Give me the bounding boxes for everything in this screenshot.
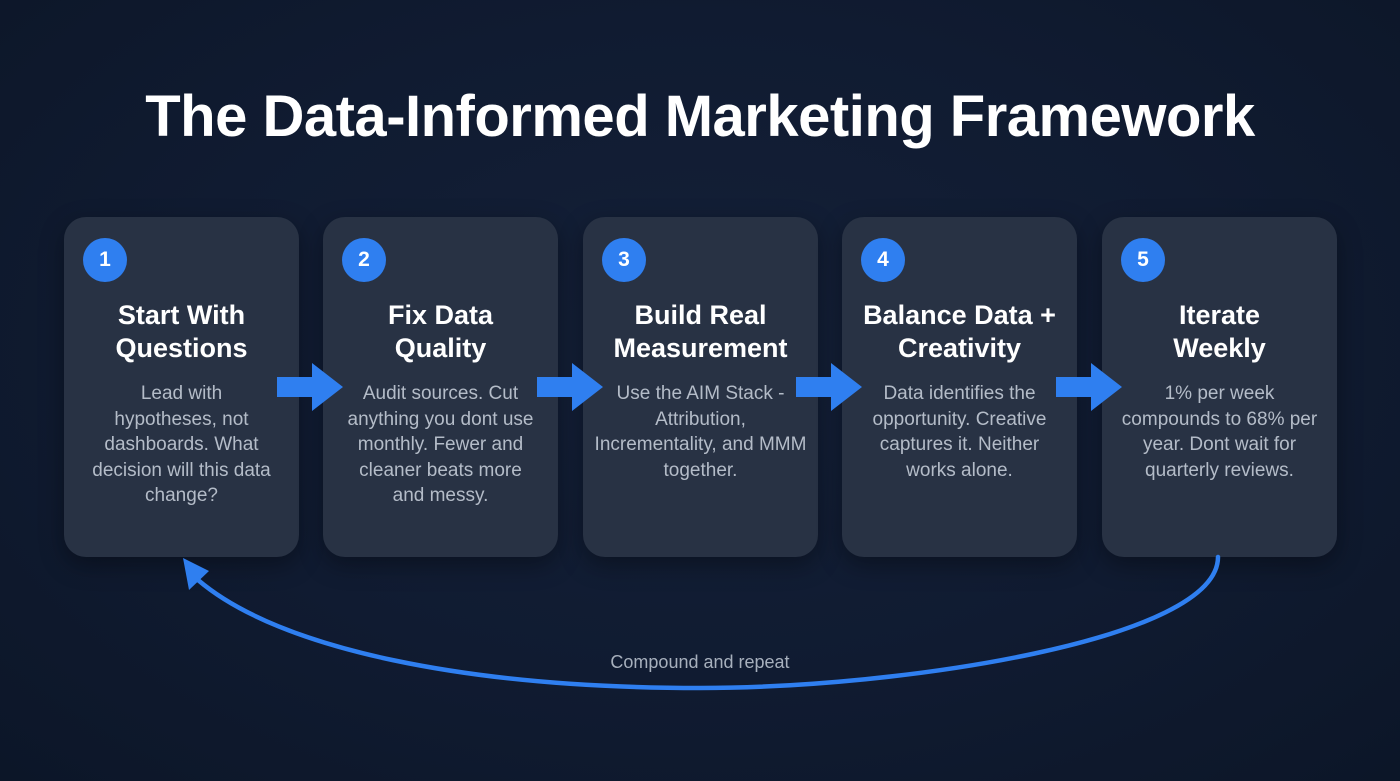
right-arrow-icon: [537, 363, 603, 411]
step-description: Data identifies the opportunity. Creativ…: [872, 383, 1047, 481]
step-number-badge: 5: [1121, 238, 1165, 282]
right-arrow-icon: [277, 363, 343, 411]
step-title: Fix Data Quality: [387, 300, 494, 363]
loop-label: Compound and repeat: [610, 652, 790, 672]
step-card-4: 4 Balance Data + Creativity Data identif…: [842, 217, 1077, 557]
step-card-1: 1 Start With Questions Lead with hypothe…: [64, 217, 299, 557]
step-title: Start With Questions: [115, 300, 248, 363]
step-number-badge: 1: [83, 238, 127, 282]
step-description: 1% per week compounds to 68% per year. D…: [1121, 383, 1318, 481]
step-title: Build Real Measurement: [613, 300, 788, 363]
step-number-badge: 2: [342, 238, 386, 282]
right-arrow-icon: [1056, 363, 1122, 411]
step-card-3: 3 Build Real Measurement Use the AIM Sta…: [583, 217, 818, 557]
step-description: Use the AIM Stack - Attribution, Increme…: [594, 383, 807, 481]
step-description: Audit sources. Cut anything you dont use…: [347, 383, 534, 506]
step-card-2: 2 Fix Data Quality Audit sources. Cut an…: [323, 217, 558, 557]
step-title: Balance Data + Creativity: [863, 300, 1056, 363]
diagram-title: The Data-Informed Marketing Framework: [145, 84, 1255, 149]
right-arrow-icon: [796, 363, 862, 411]
step-number-badge: 4: [861, 238, 905, 282]
step-number-badge: 3: [602, 238, 646, 282]
step-title: Iterate Weekly: [1173, 300, 1266, 363]
step-card-5: 5 Iterate Weekly 1% per week compounds t…: [1102, 217, 1337, 557]
step-description: Lead with hypotheses, not dashboards. Wh…: [92, 383, 271, 506]
